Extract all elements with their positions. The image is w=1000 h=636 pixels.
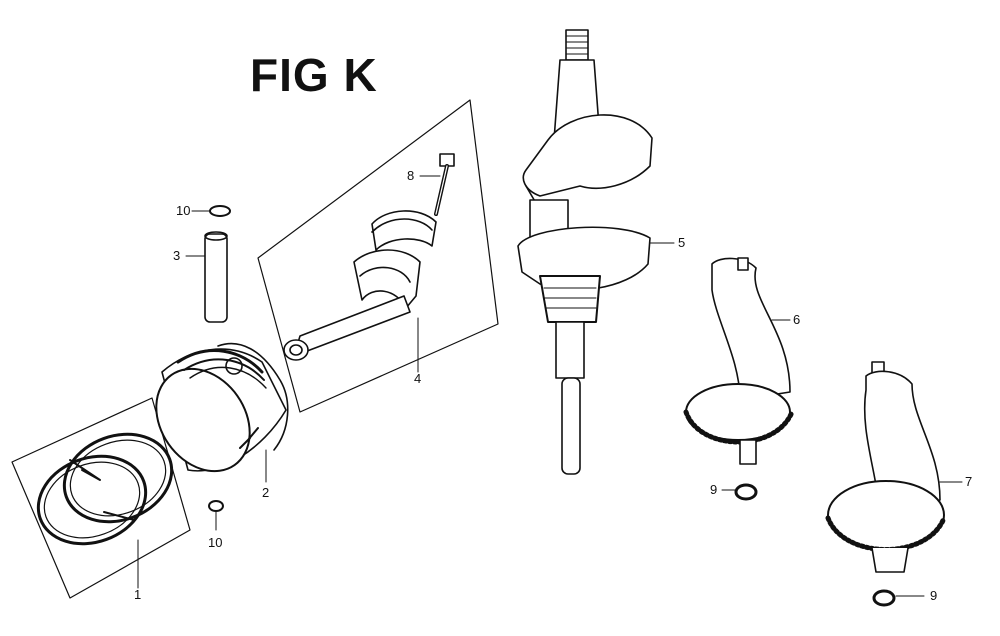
callout-crankshaft: 5: [678, 235, 686, 250]
clip-top-illustration: [191, 205, 231, 217]
piston-rings-illustration: [11, 397, 191, 599]
rod-bolt-illustration: [419, 153, 455, 216]
callout-clip-bottom: 10: [208, 535, 223, 550]
washer-left-illustration: [721, 483, 758, 501]
callout-piston: 2: [262, 485, 270, 500]
piston-pin-illustration: [185, 231, 228, 323]
crankshaft-illustration: [517, 29, 675, 475]
clip-bottom-illustration: [208, 500, 224, 531]
camshaft-illustration: [683, 257, 795, 465]
callout-governor: 7: [965, 474, 973, 489]
figure-title: FIG K: [250, 49, 378, 101]
callout-washer-left: 9: [710, 482, 718, 497]
connecting-rod-kit-illustration: [257, 99, 499, 413]
callout-bolt: 8: [407, 168, 415, 183]
piston-illustration: [155, 342, 289, 483]
callout-clip-top: 10: [176, 203, 191, 218]
governor-illustration: [825, 361, 963, 573]
callout-camshaft: 6: [793, 312, 801, 327]
callout-washer-right: 9: [930, 588, 938, 603]
callout-rod-kit: 4: [414, 371, 422, 386]
callout-rings: 1: [134, 587, 142, 602]
washer-right-illustration: [872, 589, 925, 607]
callout-pin: 3: [173, 248, 181, 263]
